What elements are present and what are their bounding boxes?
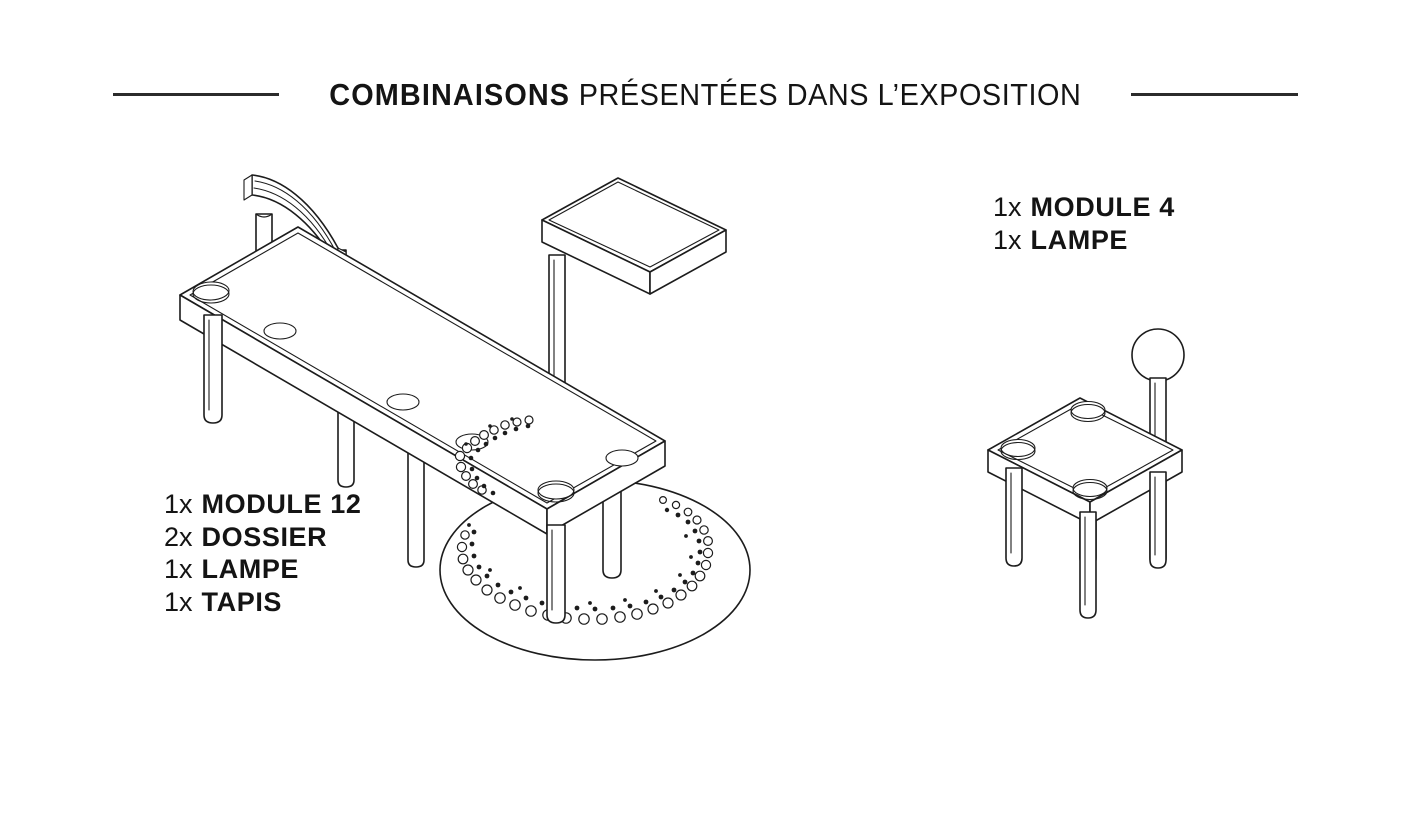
caption-line: 1x MODULE 4 [993,193,1175,226]
caption-line: 1x LAMPE [993,224,1175,259]
lamp-sphere-shade [1131,328,1185,382]
stool-leg-rear [1079,419,1097,567]
round-rug [439,479,751,661]
page-title: COMBINAISONS PRÉSENTÉES DANS L’EXPOSITIO… [329,79,1081,110]
caption-line: 1x MODULE 12 [164,490,361,523]
caption-qty: 1x [993,224,1022,255]
page-title-rest: PRÉSENTÉES DANS L’EXPOSITION [569,76,1082,112]
stool-lamp-post [1149,377,1167,567]
bench-leg-back-left [547,411,567,514]
caption-qty: 1x [164,586,193,617]
bench-rug-dot-texture [454,415,534,496]
page-title-strong: COMBINAISONS [328,76,570,112]
bench-leg-front-left [203,314,223,424]
caption-item: TAPIS [201,586,283,617]
caption-line: 1x TAPIS [164,588,361,621]
stool-leg-right [1149,471,1167,569]
stool-leg-center [1079,511,1097,619]
bench-leg-front-right [546,524,566,624]
page-header: COMBINAISONS PRÉSENTÉES DANS L’EXPOSITIO… [0,70,1411,118]
caption-item: MODULE 12 [201,489,362,519]
bench-top-slab [179,226,666,535]
caption-qty: 1x [164,554,193,585]
caption-item: DOSSIER [201,521,328,552]
illustration-module-4-stool [970,320,1220,620]
caption-item: MODULE 4 [1030,192,1175,222]
lamp-post [548,254,566,491]
bench-leg-back-right [602,475,622,579]
caption-item: LAMPE [1030,224,1129,255]
rug-dot-texture [456,496,714,625]
caption-qty: 1x [993,192,1022,222]
header-rule-right [1131,92,1299,96]
caption-line: 2x DOSSIER [164,521,361,556]
lamp-shade-slab [541,177,727,295]
bench-socket-holes [192,281,639,503]
caption-item: LAMPE [201,554,300,585]
caption-qty: 1x [164,489,193,519]
caption-qty: 2x [164,521,193,552]
backrest-upper [243,174,347,398]
header-rule-left [112,92,279,96]
caption-line: 1x LAMPE [164,555,361,588]
stool-top-slab [987,397,1183,525]
stool-socket-holes [1000,400,1108,501]
stool-leg-left [1005,467,1023,567]
